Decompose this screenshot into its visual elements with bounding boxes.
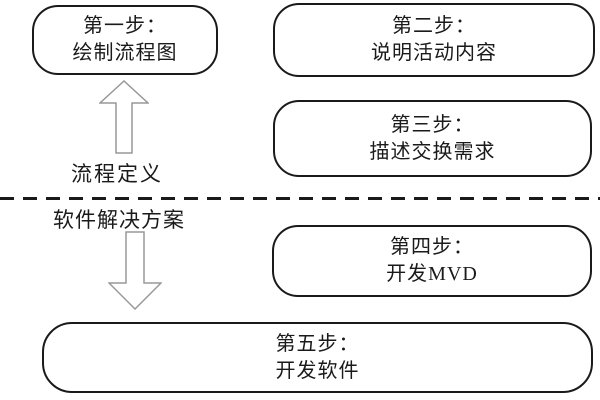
step4-description: 开发MVD	[386, 263, 478, 285]
software-solution-label: 软件解决方案	[53, 208, 185, 232]
step2-title: 第二步：	[392, 15, 476, 38]
step1-box: 第一步： 绘制流程图	[32, 5, 218, 75]
step1-title: 第一步：	[83, 15, 167, 38]
step2-box: 第二步： 说明活动内容	[273, 3, 595, 77]
down-block-arrow-icon	[108, 231, 162, 310]
process-definition-label: 流程定义	[71, 162, 163, 186]
dashed-divider	[0, 197, 600, 200]
step3-title: 第三步：	[390, 113, 475, 136]
step5-title: 第五步：	[275, 332, 360, 355]
step3-box: 第三步： 描述交换需求	[273, 100, 592, 177]
step5-description: 开发软件	[275, 359, 360, 382]
step5-box: 第五步： 开发软件	[42, 322, 593, 393]
up-block-arrow-icon	[99, 80, 149, 154]
step3-description: 描述交换需求	[369, 140, 496, 163]
step4-title: 第四步：	[390, 236, 474, 259]
step2-description: 说明活动内容	[371, 42, 497, 64]
step1-description: 绘制流程图	[72, 42, 178, 64]
step4-box: 第四步： 开发MVD	[272, 225, 592, 297]
